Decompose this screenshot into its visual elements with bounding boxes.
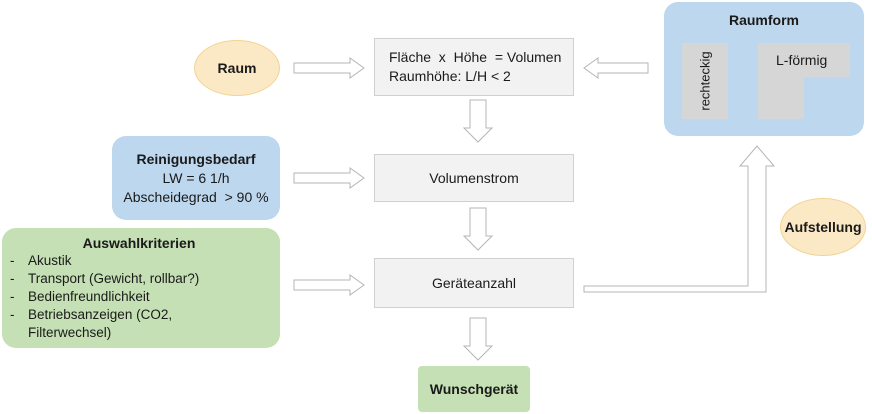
wunschgeraet-label: Wunschgerät xyxy=(429,380,519,397)
reinigung-line-1: LW = 6 1/h xyxy=(162,169,230,186)
shape-l-foermig xyxy=(758,43,850,119)
auswahl-item: Bedienfreundlichkeit xyxy=(6,288,272,306)
arrow-raumform-to-formula xyxy=(583,57,649,79)
auswahl-item: Transport (Gewicht, rollbar?) xyxy=(6,270,272,288)
node-reinigungsbedarf: Reinigungsbedarf LW = 6 1/h Abscheidegra… xyxy=(112,136,280,220)
arrow-auswahl-to-geraeteanzahl xyxy=(293,274,365,296)
formula-line-2: Raumhöhe: L/H < 2 xyxy=(389,68,511,84)
reinigung-line-2: Abscheidegrad > 90 % xyxy=(123,188,269,205)
arrow-geraeteanzahl-to-raumform xyxy=(583,145,776,293)
node-formula: Fläche x Höhe = Volumen Raumhöhe: L/H < … xyxy=(374,38,574,96)
node-aufstellung: Aufstellung xyxy=(780,198,866,256)
node-wunschgeraet: Wunschgerät xyxy=(418,366,530,412)
auswahl-item: Akustik xyxy=(6,252,272,270)
node-auswahlkriterien: Auswahlkriterien Akustik Transport (Gewi… xyxy=(2,228,280,348)
rechteckig-label: rechteckig xyxy=(697,51,713,111)
auswahl-item: Betriebsanzeigen (CO2, Filterwechsel) xyxy=(6,306,218,342)
node-volumenstrom: Volumenstrom xyxy=(374,154,574,202)
raumform-title: Raumform xyxy=(728,12,799,28)
reinigung-title: Reinigungsbedarf xyxy=(136,150,256,167)
auswahl-title: Auswahlkriterien xyxy=(82,235,196,251)
node-geraeteanzahl: Geräteanzahl xyxy=(374,258,574,308)
auswahl-list: Akustik Transport (Gewicht, rollbar?) Be… xyxy=(6,252,272,342)
node-raum-label: Raum xyxy=(217,59,257,76)
shape-rechteckig: rechteckig xyxy=(682,43,728,119)
volumenstrom-label: Volumenstrom xyxy=(429,169,519,186)
aufstellung-label: Aufstellung xyxy=(784,218,862,235)
geraeteanzahl-label: Geräteanzahl xyxy=(431,274,517,291)
arrow-raum-to-formula xyxy=(293,57,365,79)
node-raum: Raum xyxy=(194,40,280,96)
formula-line-1: Fläche x Höhe = Volumen xyxy=(389,49,562,65)
arrow-reinigung-to-volumenstrom xyxy=(293,167,365,189)
arrow-formula-to-volumenstrom xyxy=(462,99,494,143)
arrow-volumenstrom-to-geraeteanzahl xyxy=(462,207,494,251)
arrow-geraeteanzahl-to-wunschgeraet xyxy=(462,317,494,361)
l-foermig-label: L-förmig xyxy=(776,52,828,68)
